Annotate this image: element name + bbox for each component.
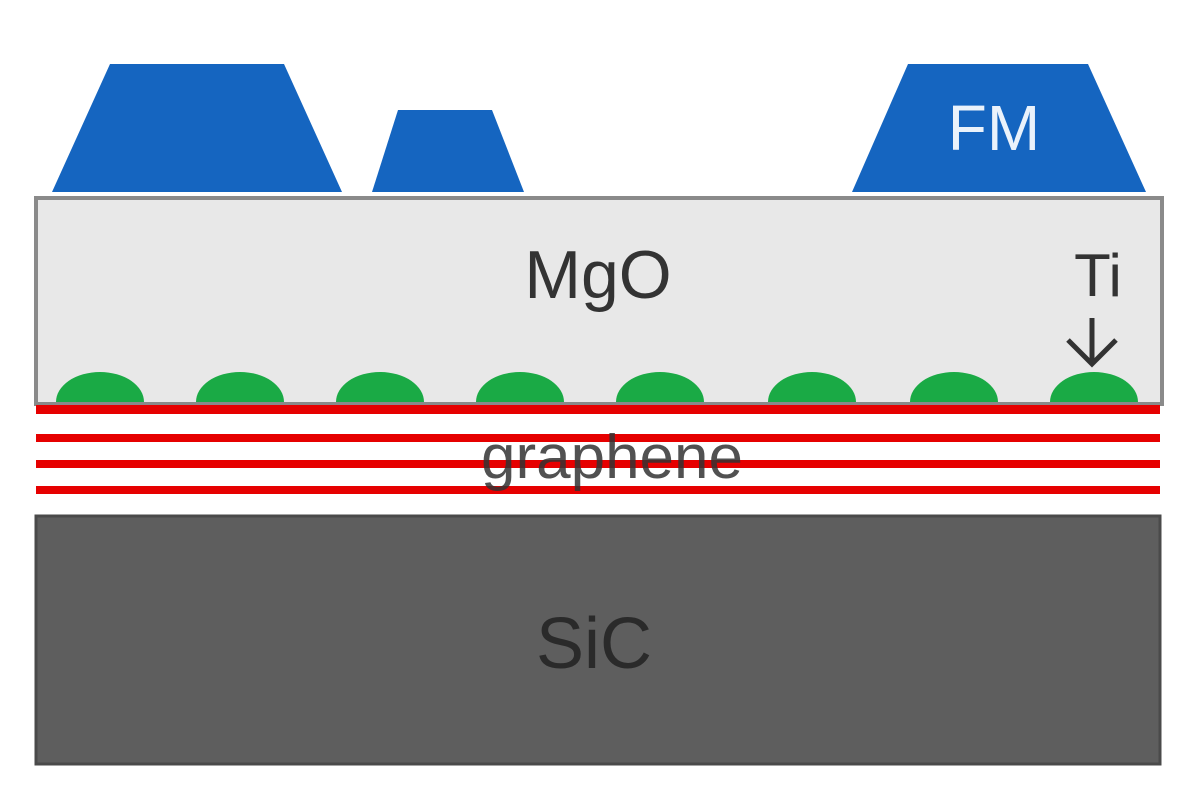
mgo-layer: [34, 196, 1164, 406]
graphene-label: graphene: [481, 423, 743, 492]
sic-label: SiC: [536, 604, 652, 684]
fm-contact-right: [852, 64, 1146, 192]
sic-substrate: [34, 514, 1162, 766]
fm-label: FM: [948, 92, 1040, 164]
ti-dot: [476, 372, 564, 402]
ti-dot: [196, 372, 284, 402]
fm-contact-middle: [372, 110, 524, 192]
ti-dot: [768, 372, 856, 402]
graphene-sheet: [36, 434, 1160, 442]
ti-dot: [336, 372, 424, 402]
graphene-sheet: [36, 405, 1160, 414]
fm-contact-left: [52, 64, 342, 192]
mgo-label: MgO: [524, 237, 671, 313]
graphene-sheet: [36, 460, 1160, 468]
graphene-sheet: [36, 486, 1160, 494]
graphene-layers: [36, 405, 1160, 494]
ti-dot: [1050, 372, 1138, 402]
ti-dot: [910, 372, 998, 402]
ti-dots: [56, 372, 1138, 402]
ti-label: Ti: [1074, 242, 1122, 309]
ti-dot: [616, 372, 704, 402]
ti-dot: [56, 372, 144, 402]
ti-arrow-icon: [1066, 318, 1118, 368]
